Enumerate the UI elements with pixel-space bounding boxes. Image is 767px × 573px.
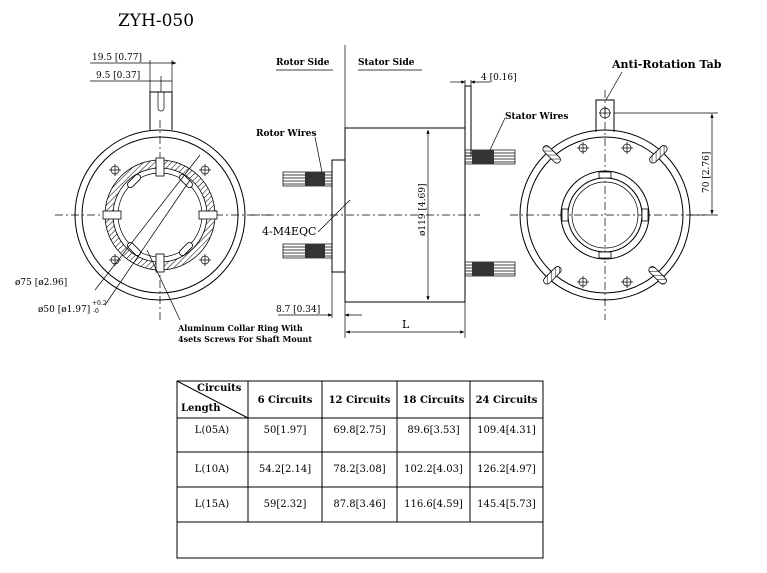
dim-119: ø119 [4.69] <box>418 183 428 236</box>
table-cell: 102.2[4.03] <box>404 464 463 475</box>
table-row-label: L(10A) <box>195 464 229 475</box>
dim-L: L <box>402 318 410 331</box>
table-cell: 59[2.32] <box>264 499 307 510</box>
screws-label: 4-M4EQC <box>262 225 316 238</box>
table-cell: 109.4[4.31] <box>477 425 536 436</box>
table-column-header: 12 Circuits <box>329 395 391 406</box>
stator-wires-label: Stator Wires <box>505 112 568 122</box>
rotor-side-label: Rotor Side <box>276 58 330 68</box>
table-cell: 50[1.97] <box>264 425 307 436</box>
stator-face-view <box>510 71 718 320</box>
table-cell: 89.6[3.53] <box>407 425 459 436</box>
side-view <box>250 45 516 338</box>
table-corner-top: Circuits <box>197 383 242 394</box>
table-column-header: 18 Circuits <box>403 395 465 406</box>
dim-50-tol-bot: -0 <box>93 308 99 315</box>
length-table <box>176 380 544 559</box>
dim-50-tol-top: +0.2 <box>92 300 107 307</box>
rotor-wires-label: Rotor Wires <box>256 129 316 139</box>
anti-rotation-label: Anti-Rotation Tab <box>611 58 722 71</box>
drawing-title: ZYH-050 <box>118 11 194 31</box>
table-cell: 116.6[4.59] <box>404 499 463 510</box>
table-cell: 126.2[4.97] <box>477 464 536 475</box>
dim-70: 70 [2.76] <box>702 152 712 193</box>
table-column-header: 6 Circuits <box>258 395 313 406</box>
dim-19-5: 19.5 [0.77] <box>92 53 142 63</box>
table-row-label: L(15A) <box>195 499 229 510</box>
dim-4: 4 [0.16] <box>481 73 517 83</box>
table-cell: 145.4[5.73] <box>477 499 536 510</box>
table-row-label: L(05A) <box>195 425 229 436</box>
table-column-header: 24 Circuits <box>476 395 538 406</box>
dim-9-5: 9.5 [0.37] <box>96 71 140 81</box>
collar-note-1: Aluminum Collar Ring With <box>177 323 303 333</box>
table-cell: 87.8[3.46] <box>333 499 385 510</box>
dim-50: ø50 [ø1.97] <box>38 305 90 315</box>
table-cell: 69.8[2.75] <box>333 425 385 436</box>
table-cell: 78.2[3.08] <box>333 464 385 475</box>
rotor-face-view <box>55 60 272 321</box>
table-corner-bottom: Length <box>181 403 221 414</box>
table-cells: 6 Circuits 12 Circuits 18 Circuits 24 Circu… <box>195 395 538 510</box>
stator-side-label: Stator Side <box>358 58 415 68</box>
dim-8-7: 8.7 [0.34] <box>276 305 320 315</box>
table-cell: 54.2[2.14] <box>259 464 311 475</box>
dim-75: ø75 [ø2.96] <box>15 278 67 288</box>
collar-note-2: 4sets Screws For Shaft Mount <box>178 334 312 344</box>
